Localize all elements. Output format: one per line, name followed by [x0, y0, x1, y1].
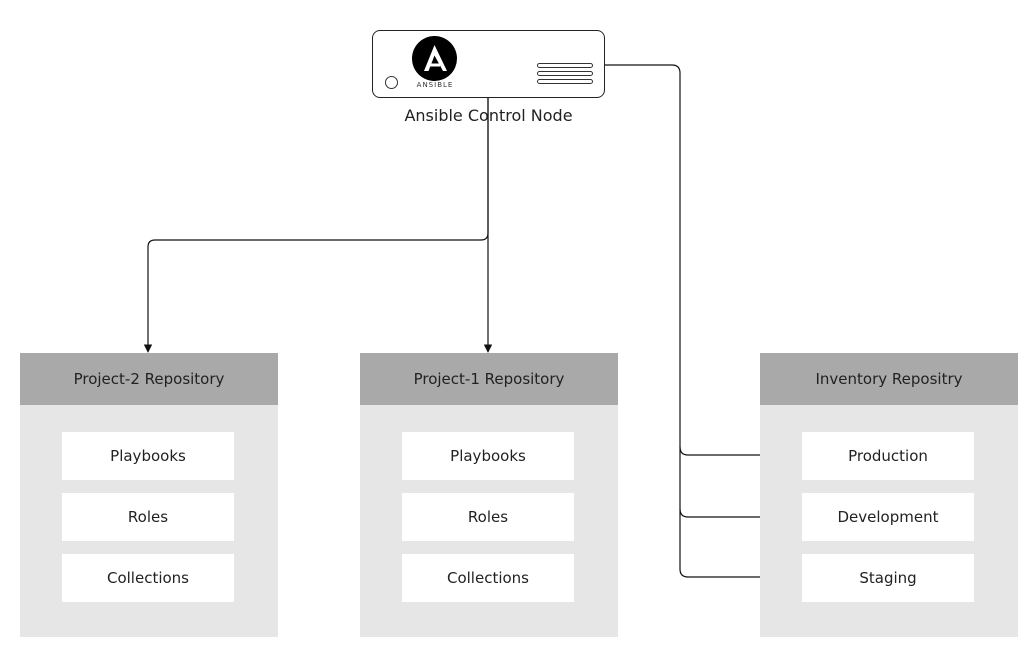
inventory-repository: Inventory Repositry Production Developme…: [760, 353, 1018, 637]
repository-title: Project-2 Repository: [20, 353, 278, 405]
repo-item-playbooks: Playbooks: [62, 432, 234, 480]
power-button-icon: [385, 76, 398, 89]
repository-title: Project-1 Repository: [360, 353, 618, 405]
ansible-logo-text: ANSIBLE: [416, 81, 454, 89]
repo-item-collections: Collections: [402, 554, 574, 602]
inventory-item-development: Development: [802, 493, 974, 541]
repo-item-roles: Roles: [402, 493, 574, 541]
repo-item-playbooks: Playbooks: [402, 432, 574, 480]
ansible-control-node: ANSIBLE: [372, 30, 605, 98]
project-1-repository: Project-1 Repository Playbooks Roles Col…: [360, 353, 618, 637]
control-node-label: Ansible Control Node: [404, 106, 573, 125]
connector-to-staging: [679, 509, 803, 582]
inventory-item-staging: Staging: [802, 554, 974, 602]
connector-to-project-2: [143, 98, 489, 353]
repo-item-collections: Collections: [62, 554, 234, 602]
repository-title: Inventory Repositry: [760, 353, 1018, 405]
repo-item-roles: Roles: [62, 493, 234, 541]
inventory-item-production: Production: [802, 432, 974, 480]
ansible-logo-icon: [412, 36, 457, 81]
server-vent-icon: [537, 63, 593, 87]
connector-to-production: [605, 64, 803, 460]
project-2-repository: Project-2 Repository Playbooks Roles Col…: [20, 353, 278, 637]
